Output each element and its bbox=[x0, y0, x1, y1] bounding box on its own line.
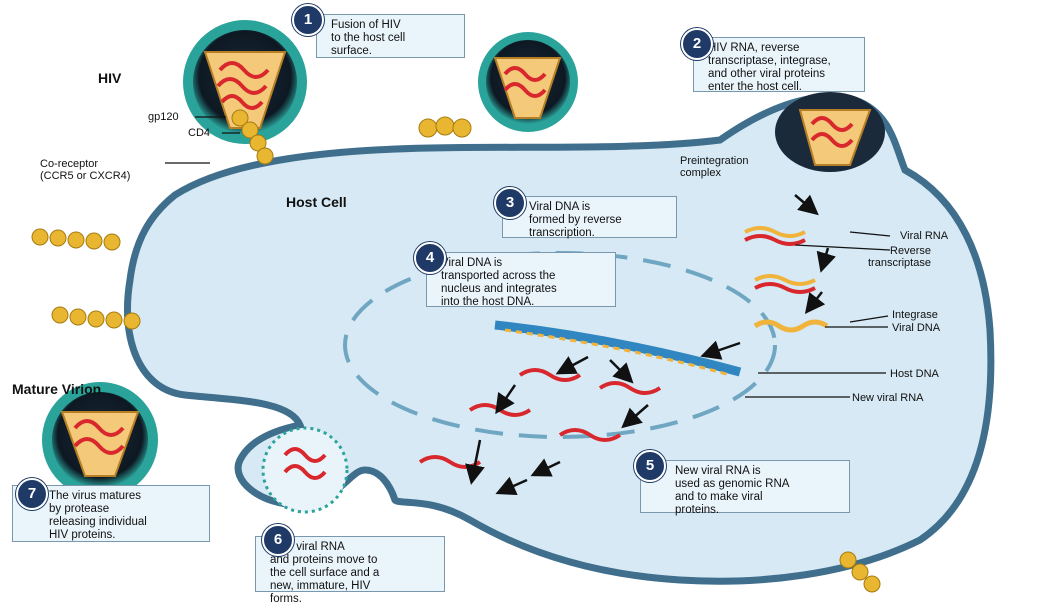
step-4-badge: 4 bbox=[414, 242, 446, 274]
gp120-label: gp120 bbox=[148, 111, 179, 123]
host-cell-label: Host Cell bbox=[286, 196, 347, 208]
step-5-box: New viral RNA is used as genomic RNA and… bbox=[640, 460, 850, 513]
mature-virion bbox=[42, 382, 158, 498]
step-1-box: Fusion of HIV to the host cell surface. bbox=[316, 14, 465, 58]
new-viral-rna-label: New viral RNA bbox=[852, 392, 924, 404]
hiv-virion-entering bbox=[775, 92, 885, 172]
step-5-badge: 5 bbox=[634, 450, 666, 482]
step-3-text: Viral DNA is formed by reverse transcrip… bbox=[529, 201, 670, 240]
step-4-text: Viral DNA is transported across the nucl… bbox=[441, 257, 609, 309]
budding-virion bbox=[263, 428, 347, 512]
viral-rna-label: Viral RNA bbox=[900, 230, 948, 242]
step-7-badge: 7 bbox=[16, 478, 48, 510]
hiv-label: HIV bbox=[98, 72, 121, 84]
step-1-text: Fusion of HIV to the host cell surface. bbox=[331, 19, 458, 58]
step-5-text: New viral RNA is used as genomic RNA and… bbox=[675, 465, 843, 517]
reverse-transcriptase-label: Reverse transcriptase bbox=[868, 245, 931, 269]
step-2-badge: 2 bbox=[681, 28, 713, 60]
coreceptor-label: Co-receptor (CCR5 or CXCR4) bbox=[40, 158, 130, 182]
viral-dna-label: Viral DNA bbox=[892, 322, 940, 334]
step-7-text: The virus matures by protease releasing … bbox=[49, 490, 203, 542]
host-dna-label: Host DNA bbox=[890, 368, 939, 380]
cd4-label: CD4 bbox=[188, 127, 210, 139]
step-6-badge: 6 bbox=[262, 524, 294, 556]
hiv-virion-fusing bbox=[478, 32, 578, 132]
step-4-box: Viral DNA is transported across the nucl… bbox=[426, 252, 616, 307]
preintegration-complex-label: Preintegration complex bbox=[680, 155, 749, 179]
mature-virion-label: Mature Virion bbox=[12, 383, 101, 395]
step-1-badge: 1 bbox=[292, 4, 324, 36]
step-2-text: HIV RNA, reverse transcriptase, integras… bbox=[708, 42, 858, 94]
step-6-text: New viral RNA and proteins move to the c… bbox=[270, 541, 438, 606]
step-3-box: Viral DNA is formed by reverse transcrip… bbox=[502, 196, 677, 238]
step-3-badge: 3 bbox=[494, 187, 526, 219]
integrase-label: Integrase bbox=[892, 309, 938, 321]
step-2-box: HIV RNA, reverse transcriptase, integras… bbox=[693, 37, 865, 92]
